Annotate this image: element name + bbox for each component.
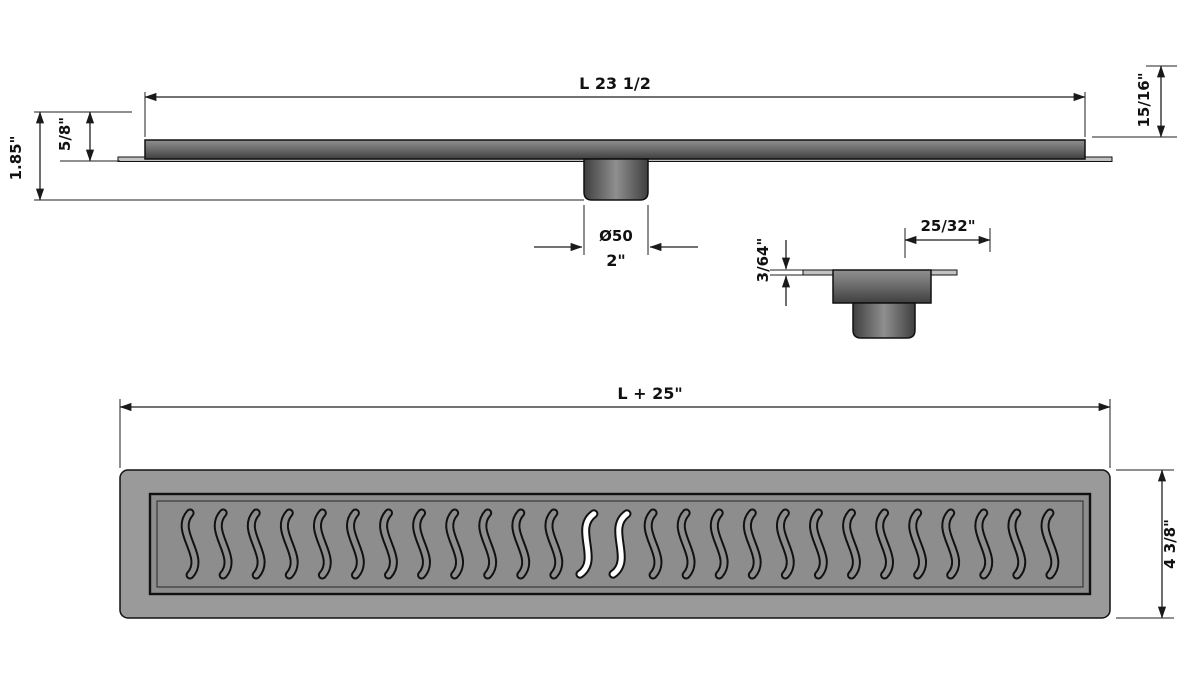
dim-label-plan-length: L + 25" [617, 384, 682, 403]
dim-label-lip-height: 5/8" [56, 117, 74, 151]
dim-label-length: L 23 1/2 [579, 74, 651, 93]
dim-label-outlet-nominal: 2" [606, 251, 625, 270]
side-view-outlet [583, 158, 649, 201]
grate-slot-highlight [608, 509, 632, 579]
grate-slot [511, 508, 531, 580]
grate-slot [908, 508, 928, 580]
grate-slot [974, 508, 994, 580]
detail-outlet [852, 302, 916, 339]
grate-slot [279, 508, 299, 580]
side-view-body [144, 139, 1086, 160]
grate-slot [213, 508, 233, 580]
grate-slot [246, 508, 266, 580]
dim-label-outlet-diameter: Ø50 [599, 227, 633, 245]
grate-slot [742, 508, 762, 580]
grate-slot [941, 508, 961, 580]
grate-slot [809, 508, 828, 580]
grate-slot [544, 508, 564, 580]
plan-view: L + 25" 4 3/8" [119, 384, 1179, 619]
grate-slots [180, 508, 1060, 580]
grate-slot [643, 508, 663, 580]
grate-slot [676, 508, 696, 580]
dim-label-height-right: 15/16" [1135, 72, 1153, 127]
side-view: L 23 1/2 15/16" 5/8" 1.85" Ø50 2" [7, 65, 1177, 270]
grate-slot [379, 508, 398, 580]
grate-slot [180, 508, 200, 580]
plan-channel-rim [156, 500, 1084, 588]
grate-slot [445, 508, 465, 580]
grate-slot [875, 508, 894, 580]
grate-slot-highlight [575, 509, 599, 579]
grate-slot [478, 508, 498, 580]
grate-slot [346, 508, 365, 580]
grate-slot [842, 508, 861, 580]
detail-body [832, 269, 932, 304]
dim-label-offset: 25/32" [920, 217, 975, 235]
grate-slot [1007, 508, 1027, 580]
grate-slot [1040, 508, 1060, 580]
grate-slot [775, 508, 795, 580]
grate-slot [709, 508, 729, 580]
detail-view: 25/32" 3/64" [754, 217, 991, 339]
dim-label-flange-thickness: 3/64" [754, 238, 772, 283]
dim-label-total-height: 1.85" [7, 136, 25, 181]
grate-slot [412, 508, 431, 580]
grate-slot [312, 508, 332, 580]
dim-label-plan-width: 4 3/8" [1161, 519, 1179, 569]
